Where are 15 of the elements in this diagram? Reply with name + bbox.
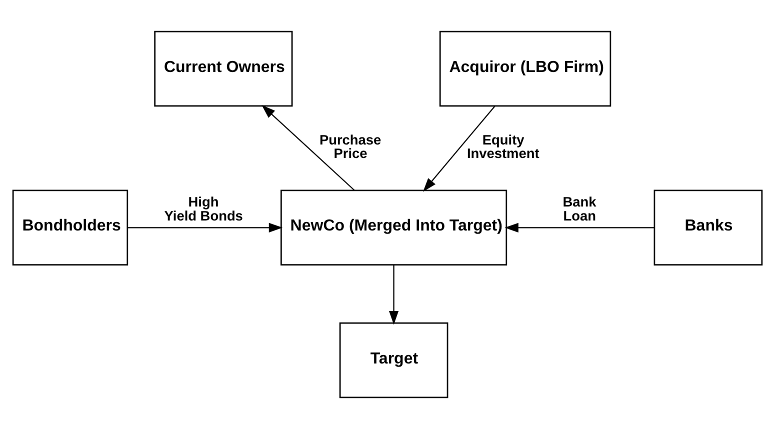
node-box: Bondholders xyxy=(12,190,128,266)
edge-label: Purchase Price xyxy=(319,132,382,162)
edge-label: Equity Investment xyxy=(466,132,540,162)
arrow xyxy=(262,105,355,191)
node-box: Current Owners xyxy=(154,30,293,107)
node-box: NewCo (Merged Into Target) xyxy=(280,190,508,266)
arrow xyxy=(423,106,496,192)
node-box: Acquiror (LBO Firm) xyxy=(439,30,612,107)
arrow xyxy=(128,222,283,232)
node-box: Target xyxy=(339,322,448,398)
node-box: Banks xyxy=(654,190,763,266)
arrow xyxy=(504,222,654,232)
edge-label: High Yield Bonds xyxy=(164,194,243,224)
edge-label: Bank Loan xyxy=(562,194,596,224)
arrow xyxy=(388,265,399,325)
